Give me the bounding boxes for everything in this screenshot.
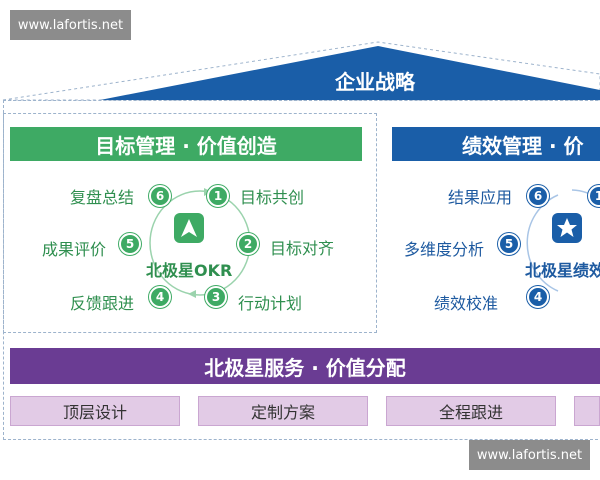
perf-step-4-label: 绩效校准 bbox=[434, 294, 499, 313]
roof-shape bbox=[100, 46, 600, 100]
okr-step-5-badge: 5 bbox=[119, 233, 141, 255]
perf-step-5-label: 多维度分析 bbox=[404, 240, 485, 259]
service-item-partial bbox=[574, 396, 600, 426]
okr-center-name: 北极星OKR bbox=[146, 261, 233, 280]
service-bar: 北极星服务 · 价值分配 bbox=[10, 348, 600, 384]
okr-step-1-badge: 1 bbox=[207, 185, 229, 207]
okr-step-3-badge: 3 bbox=[205, 286, 227, 308]
okr-step-1-label: 目标共创 bbox=[240, 188, 305, 207]
okr-panel-frame bbox=[3, 113, 377, 333]
okr-panel-header: 目标管理 · 价值创造 bbox=[10, 127, 362, 161]
roof-title: 企业战略 bbox=[335, 69, 415, 94]
watermark-bottom: www.lafortis.net bbox=[469, 440, 590, 470]
perf-step-1-badge: 1 bbox=[588, 185, 600, 207]
okr-step-4-badge: 4 bbox=[149, 286, 171, 308]
perf-center-name: 北极星绩效 bbox=[525, 261, 600, 280]
service-item-top-design: 顶层设计 bbox=[10, 396, 180, 426]
okr-step-2-label: 目标对齐 bbox=[270, 239, 335, 258]
okr-step-3-label: 行动计划 bbox=[238, 294, 303, 313]
perf-step-6-badge: 6 bbox=[527, 185, 549, 207]
watermark-top: www.lafortis.net bbox=[10, 10, 131, 40]
perf-step-6-label: 结果应用 bbox=[448, 188, 513, 207]
navigation-arrow-icon bbox=[174, 213, 204, 243]
okr-step-6-label: 复盘总结 bbox=[70, 188, 135, 207]
service-item-custom-plan: 定制方案 bbox=[198, 396, 368, 426]
perf-logo bbox=[552, 213, 582, 243]
service-item-full-followup: 全程跟进 bbox=[386, 396, 556, 426]
strategy-roof bbox=[2, 41, 600, 101]
perf-step-4-badge: 4 bbox=[527, 286, 549, 308]
okr-step-5-label: 成果评价 bbox=[42, 240, 107, 259]
okr-step-6-badge: 6 bbox=[149, 185, 171, 207]
perf-panel-header: 绩效管理 · 价 bbox=[392, 127, 600, 161]
okr-arrowhead-bottom bbox=[188, 290, 196, 298]
okr-logo bbox=[174, 213, 204, 243]
okr-step-2-badge: 2 bbox=[237, 233, 259, 255]
okr-step-4-label: 反馈跟进 bbox=[70, 294, 135, 313]
perf-step-5-badge: 5 bbox=[498, 233, 520, 255]
star-person-icon bbox=[552, 213, 582, 243]
